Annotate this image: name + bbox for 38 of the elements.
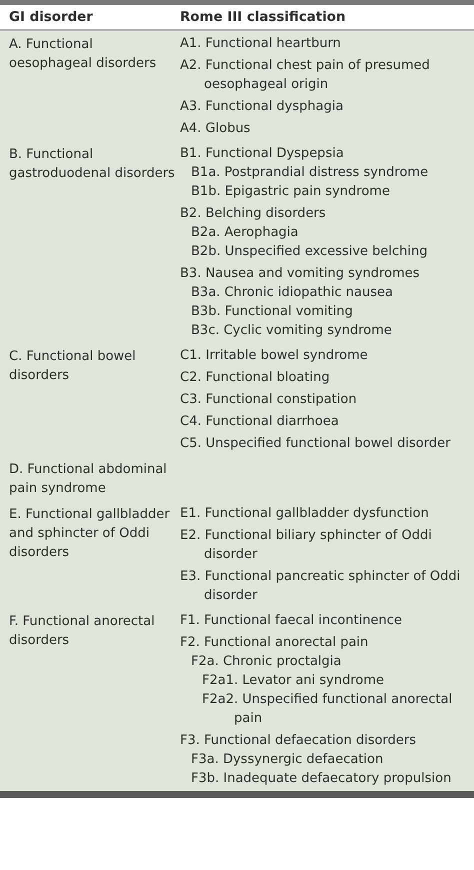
- classification-item: A3. Functional dysphagia: [180, 98, 344, 116]
- classification-item: C5. Unspecified functional bowel disorder: [180, 435, 452, 453]
- classification-item: E3. Functional pancreatic sphincter of Oddi disorder: [180, 568, 462, 605]
- subclassification-item: B2b. Unspecified excessive belching: [190, 243, 429, 261]
- classification-item: C1. Irritable bowel syndrome: [180, 347, 369, 365]
- subclassification-item: F3b. Inadequate defaecatory propulsion: [190, 770, 452, 788]
- disorder-group-text: B. Functional gastroduodenal disorders: [8, 146, 176, 183]
- classification-item: C4. Functional diarrhoea: [180, 413, 340, 431]
- classification-item: E2. Functional biliary sphincter of Oddi disorder: [180, 527, 433, 564]
- classification-item: B2. Belching disorders: [180, 205, 327, 223]
- subclassification-item: B3c. Cyclic vomiting syndrome: [190, 322, 393, 340]
- classification-item: A1. Functional heartburn: [180, 35, 342, 53]
- classification-item: C3. Functional constipation: [180, 391, 358, 409]
- disorder-group-text: A. Functional oesophageal disorders: [8, 36, 158, 73]
- disorder-group-text: F. Functional anorectal disorders: [8, 613, 156, 650]
- classification-item: B3. Nausea and vomiting syndromes: [180, 265, 421, 283]
- subclassification-item: F2a2. Unspecified functional anorectal pain: [201, 691, 454, 728]
- classification-item: A4. Globus: [180, 120, 252, 138]
- classification-item: F2. Functional anorectal pain: [180, 634, 370, 652]
- classification-item: B1. Functional Dyspepsia: [180, 145, 345, 163]
- classification-item: F3. Functional defaecation disorders: [180, 732, 418, 750]
- classification-item: F1. Functional faecal incontinence: [180, 612, 403, 630]
- classification-item: C2. Functional bloating: [180, 369, 331, 387]
- subclassification-item: F2a. Chronic proctalgia: [190, 653, 342, 671]
- column-header: GI disorder: [8, 10, 94, 24]
- subclassification-item: B3a. Chronic idiopathic nausea: [190, 284, 394, 302]
- disorder-group-text: C. Functional bowel disorders: [8, 348, 137, 385]
- subclassification-item: F2a1. Levator ani syndrome: [201, 672, 386, 690]
- classification-item: A2. Functional chest pain of presumed oesophageal origin: [180, 57, 431, 94]
- classification-item: E1. Functional gallbladder dysfunction: [180, 505, 430, 523]
- subclassification-item: B2a. Aerophagia: [190, 224, 300, 242]
- disorder-group-text: D. Functional abdominal pain syndrome: [8, 461, 168, 498]
- column-header: Rome III classification: [180, 10, 346, 24]
- subclassification-item: B1a. Postprandial distress syndrome: [190, 164, 430, 182]
- subclassification-item: F3a. Dyssynergic defaecation: [190, 751, 384, 769]
- disorder-group-text: E. Functional gallbladder and sphincter of Oddi disorders: [8, 506, 171, 562]
- subclassification-item: B3b. Functional vomiting: [190, 303, 354, 321]
- subclassification-item: B1b. Epigastric pain syndrome: [190, 183, 391, 201]
